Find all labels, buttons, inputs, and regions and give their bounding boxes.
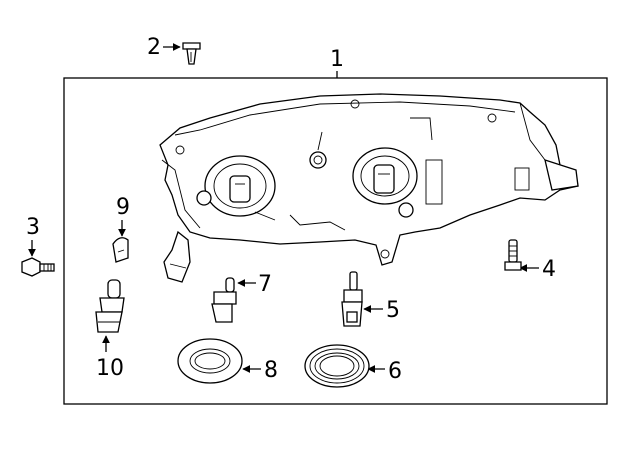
bulb-5-part[interactable] <box>341 271 363 327</box>
callout-10-label: 10 <box>96 356 124 381</box>
callout-5[interactable]: 5 <box>363 298 400 323</box>
callout-3[interactable]: 3 <box>26 215 40 257</box>
callout-1[interactable]: 1 <box>330 47 344 78</box>
callout-2[interactable]: 2 <box>147 35 181 60</box>
bulb-7-part[interactable] <box>211 277 237 323</box>
callout-9-label: 9 <box>116 195 130 220</box>
callout-4-label: 4 <box>542 257 556 282</box>
callout-1-label: 1 <box>330 47 344 72</box>
bulb-10-part[interactable] <box>95 279 125 333</box>
seal-8-part[interactable] <box>177 338 243 384</box>
callout-8[interactable]: 8 <box>242 358 278 383</box>
assembly-frame <box>63 77 608 405</box>
seal-6-part[interactable] <box>304 344 370 388</box>
callout-2-label: 2 <box>147 35 161 60</box>
callout-9[interactable]: 9 <box>116 195 130 237</box>
high-beam-reflector <box>352 147 418 205</box>
callout-7-label: 7 <box>258 272 272 297</box>
callout-7[interactable]: 7 <box>237 272 272 297</box>
low-beam-reflector <box>204 155 276 217</box>
callout-5-label: 5 <box>386 298 400 323</box>
callout-6-label: 6 <box>388 359 402 384</box>
callout-4[interactable]: 4 <box>519 257 556 282</box>
clip-part[interactable] <box>182 42 201 65</box>
headlamp-housing[interactable] <box>159 93 579 283</box>
callout-6[interactable]: 6 <box>367 359 402 384</box>
callout-8-label: 8 <box>264 358 278 383</box>
bulb-9-part[interactable] <box>112 237 129 263</box>
bolt-part[interactable] <box>504 239 522 271</box>
callout-10[interactable]: 10 <box>96 335 124 381</box>
screw-part[interactable] <box>21 257 55 277</box>
callout-3-label: 3 <box>26 215 40 240</box>
